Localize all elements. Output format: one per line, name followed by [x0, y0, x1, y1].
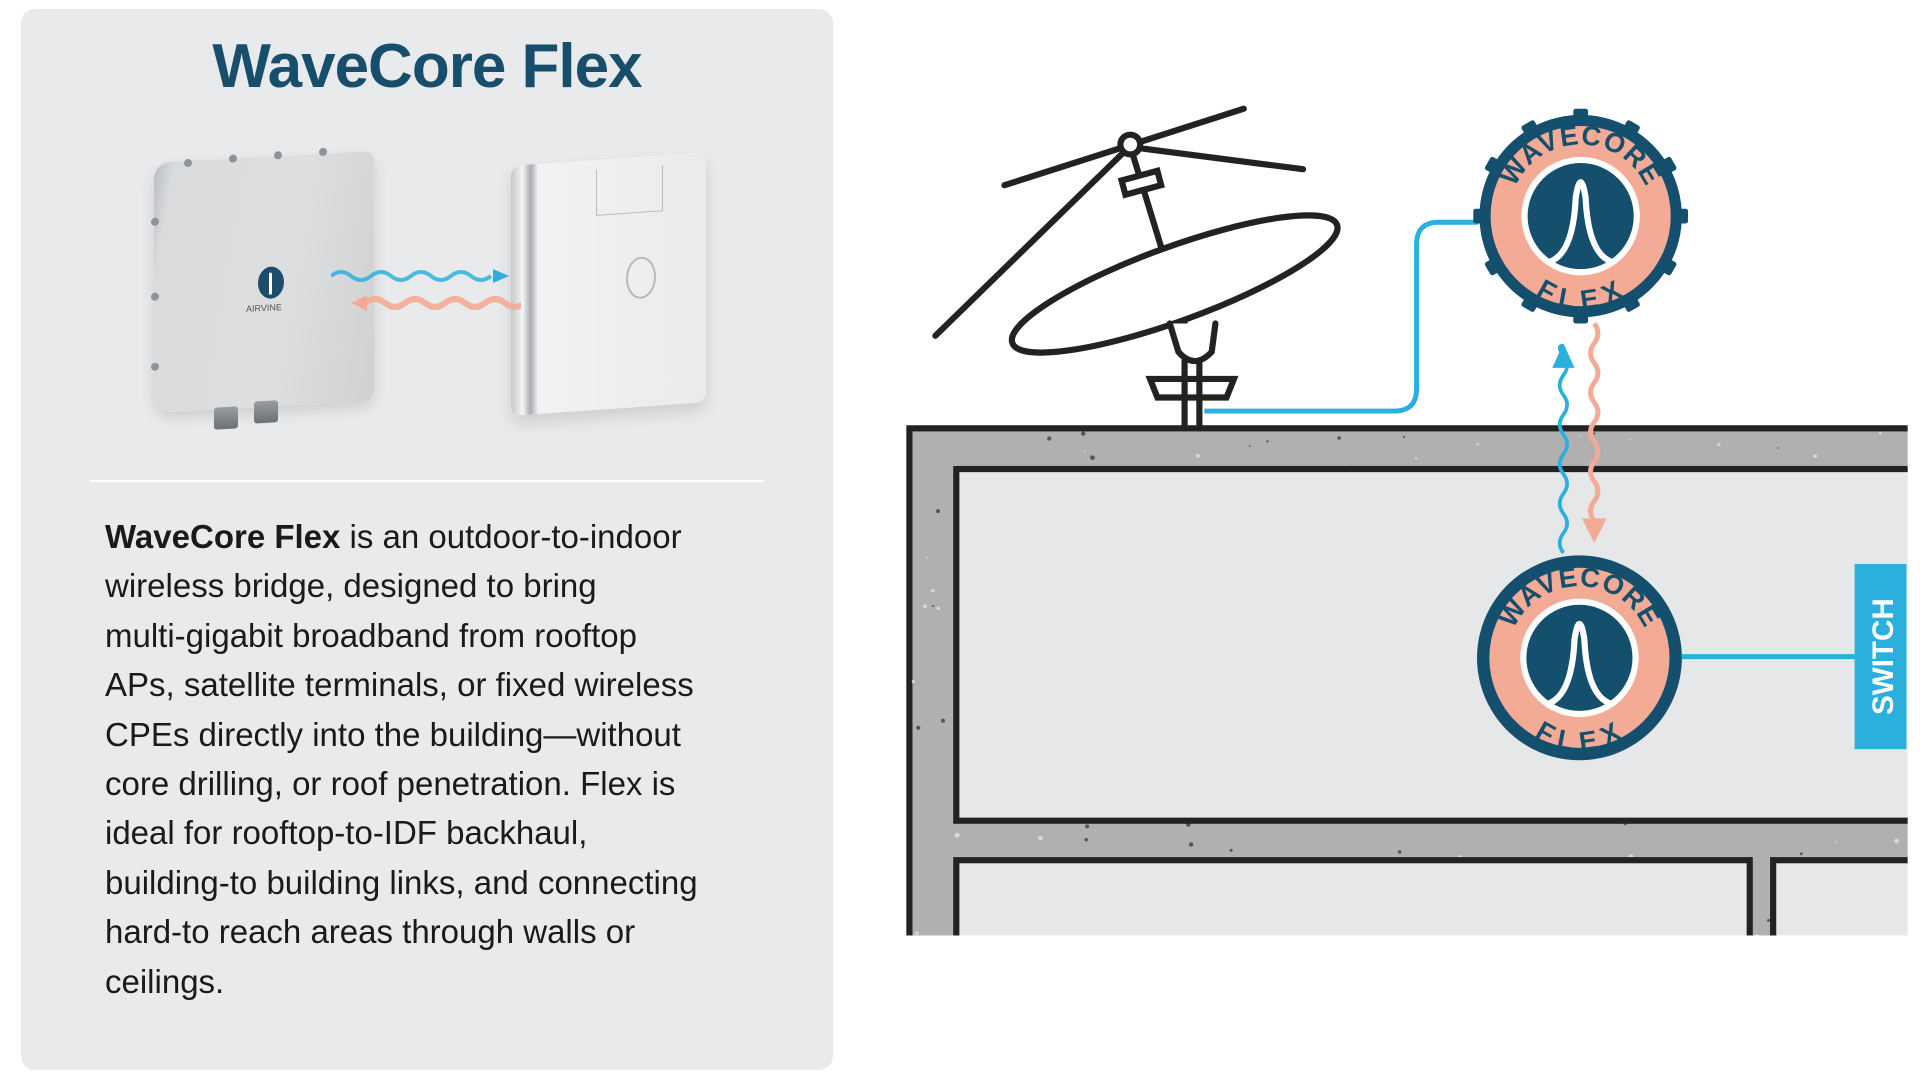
wavecore-flex-outdoor-unit: WAVECORE FLEX [1473, 108, 1689, 324]
building-cross-section [900, 419, 1920, 1080]
description-line: CPEs directly into the building—without [105, 715, 681, 753]
description-line: ceilings. [105, 962, 225, 1000]
description-line: hard-to reach areas through walls or [105, 913, 636, 951]
network-switch: SWITCH [1854, 564, 1907, 750]
wavecore-flex-indoor-unit: WAVECORE FLEX [1477, 555, 1682, 761]
indoor-unit-image [511, 152, 706, 416]
info-panel: WaveCore Flex AIRVINE WaveCore Flex is a… [21, 9, 833, 1070]
ethernet-cable [1204, 219, 1479, 414]
description-line: wireless bridge, designed to bring [105, 567, 597, 605]
uplink-wave [1557, 343, 1569, 555]
downlink-wave [1588, 321, 1601, 532]
divider [90, 480, 764, 482]
description-line: multi-gigabit broadband from rooftop [105, 616, 637, 654]
wavecore-peak-icon [1548, 179, 1613, 265]
description-line: core drilling, or roof penetration. Flex… [105, 765, 676, 803]
arrow-down-icon [1581, 518, 1607, 544]
product-title: WaveCore Flex [212, 32, 642, 101]
arrow-up-icon [1552, 343, 1575, 368]
wave-arrow-right-icon [331, 269, 509, 283]
airvine-logo-icon [626, 255, 656, 300]
product-description: WaveCore Flex is an outdoor-to-indoor wi… [105, 512, 805, 1006]
wave-arrow-left-icon [351, 295, 521, 311]
device-brand: AIRVINE [246, 302, 282, 314]
description-lead: WaveCore Flex [105, 518, 341, 555]
description-line: building-to building links, and connecti… [105, 863, 698, 901]
airvine-logo-icon [258, 265, 284, 300]
satellite-dish-icon [932, 105, 1341, 432]
upper-room [953, 465, 1920, 824]
description-line: is an outdoor-to-indoor [340, 518, 682, 555]
wavecore-peak-icon [1547, 620, 1612, 707]
wireless-link-arrows [1552, 321, 1607, 555]
description-line: ideal for rooftop-to-IDF backhaul, [105, 814, 588, 852]
description-line: APs, satellite terminals, or fixed wirel… [105, 666, 694, 704]
switch-label: SWITCH [1867, 598, 1900, 715]
